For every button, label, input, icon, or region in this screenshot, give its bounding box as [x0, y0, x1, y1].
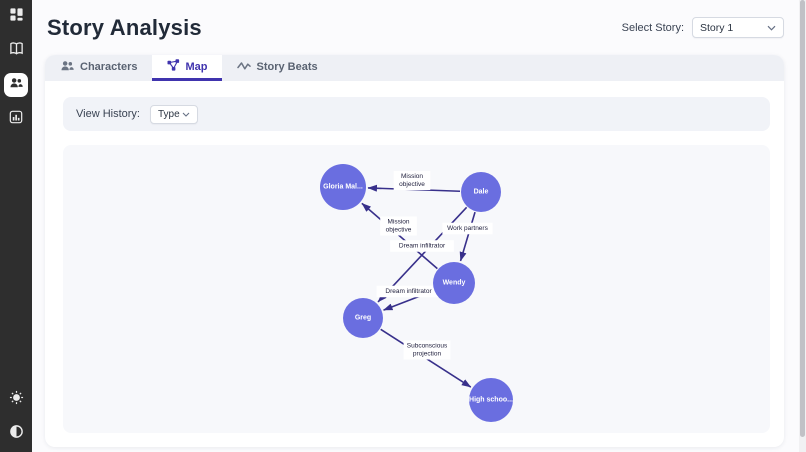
tab-label: Characters [80, 60, 138, 73]
chevron-down-icon [182, 112, 190, 117]
svg-text:Dream infiltrator: Dream infiltrator [399, 243, 446, 250]
svg-text:Work partners: Work partners [447, 225, 488, 232]
graph-node-gloria[interactable]: Gloria Mal... [320, 164, 366, 210]
dashboard-icon [9, 7, 24, 27]
header: Story Analysis Select Story: Story 1 [32, 0, 806, 55]
sidebar-item-stories[interactable] [4, 39, 28, 63]
content-card: Characters Map Story Beats View History: T… [45, 55, 784, 447]
scrollbar-thumb[interactable] [800, 0, 805, 437]
svg-text:Subconscious: Subconscious [407, 343, 448, 350]
users-icon [9, 75, 24, 95]
view-history-value: Type [157, 108, 180, 120]
chevron-down-icon [767, 25, 776, 31]
svg-text:objective: objective [399, 181, 425, 188]
view-history-panel: View History: Type [63, 97, 770, 131]
sidebar-item-analytics[interactable] [4, 107, 28, 131]
edge-label-dale-greg: Dream infiltrator [390, 240, 454, 252]
page-title: Story Analysis [47, 14, 202, 40]
edge-wendy-gloria[interactable] [361, 202, 438, 270]
view-history-label: View History: [76, 108, 140, 120]
sidebar-item-characters[interactable] [4, 73, 28, 97]
tab-bar: Characters Map Story Beats [45, 55, 784, 81]
chart-icon [9, 110, 23, 129]
tab-label: Story Beats [256, 60, 318, 73]
graph-icon [167, 58, 180, 75]
graph-node-highschool[interactable]: High schoo... [469, 378, 513, 422]
edge-dale-wendy[interactable] [459, 211, 476, 262]
node-label: Dale [474, 189, 489, 196]
tab-label: Map [185, 60, 208, 73]
graph-node-dale[interactable]: Dale [461, 172, 501, 212]
node-label: Wendy [443, 280, 466, 287]
activity-icon [237, 60, 252, 74]
node-label: Gloria Mal... [323, 184, 363, 191]
tab-characters[interactable]: Characters [45, 55, 152, 81]
tab-story-beats[interactable]: Story Beats [222, 55, 332, 81]
svg-text:Mission: Mission [387, 219, 409, 226]
story-select-value: Story 1 [700, 21, 734, 34]
graph-node-greg[interactable]: Greg [343, 298, 383, 338]
view-history-select[interactable]: Type [149, 104, 198, 124]
svg-text:Dream infiltrator: Dream infiltrator [385, 288, 432, 295]
node-label: High schoo... [469, 397, 513, 404]
edge-label-wendy-greg: Dream infiltrator [376, 285, 441, 298]
graph-node-wendy[interactable]: Wendy [433, 262, 475, 304]
book-icon [9, 41, 24, 61]
sidebar-item-contrast[interactable] [4, 422, 28, 446]
sidebar [0, 0, 32, 452]
sun-icon [9, 390, 24, 410]
sidebar-item-light-mode[interactable] [4, 388, 28, 412]
svg-text:Mission: Mission [401, 173, 423, 180]
sidebar-item-dashboard[interactable] [4, 5, 28, 29]
sidebar-footer [4, 388, 28, 446]
story-select-group: Select Story: Story 1 [622, 17, 784, 38]
select-story-label: Select Story: [621, 21, 684, 34]
svg-text:objective: objective [386, 227, 412, 234]
edge-label-dale-wendy: Work partners [442, 222, 493, 235]
main-content: Story Analysis Select Story: Story 1 Cha… [32, 0, 806, 447]
scrollbar[interactable] [799, 0, 806, 452]
contrast-icon [9, 424, 24, 444]
story-select[interactable]: Story 1 [692, 17, 784, 38]
svg-text:projection: projection [413, 351, 442, 358]
node-label: Greg [355, 315, 371, 322]
tab-map[interactable]: Map [152, 55, 223, 81]
sidebar-nav [4, 5, 28, 131]
users-icon [60, 58, 75, 76]
